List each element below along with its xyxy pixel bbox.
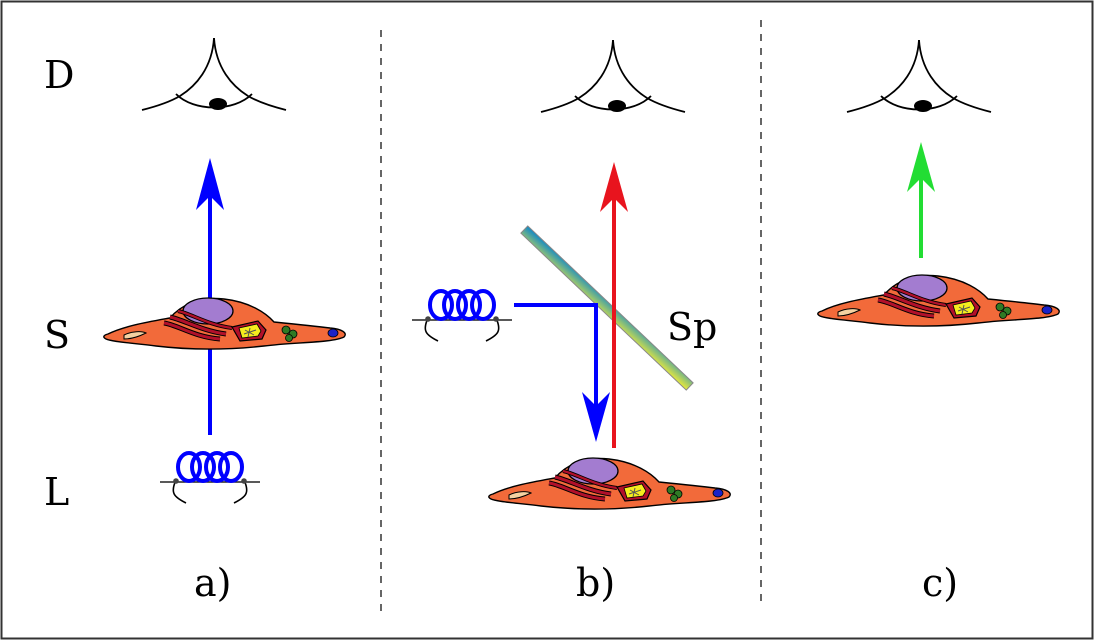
arrow-head-a (196, 158, 224, 210)
beam-splitter (520, 225, 694, 391)
excitation-beam (514, 303, 598, 412)
panel-label-b: b) (576, 561, 615, 605)
excitation-arrow-head (582, 392, 610, 442)
row-label-light-source: L (44, 470, 69, 514)
emission-arrow-head-red (600, 162, 628, 212)
row-label-detector: D (44, 53, 74, 97)
row-label-sample: S (44, 313, 70, 357)
panel-label-c: c) (922, 561, 958, 605)
panel-label-a: a) (194, 561, 231, 605)
emission-arrow-head-green (907, 142, 935, 192)
panel-a (104, 37, 345, 505)
panel-b: Sp (410, 39, 730, 509)
beam-splitter-label: Sp (667, 305, 717, 349)
panel-c (818, 39, 1059, 326)
